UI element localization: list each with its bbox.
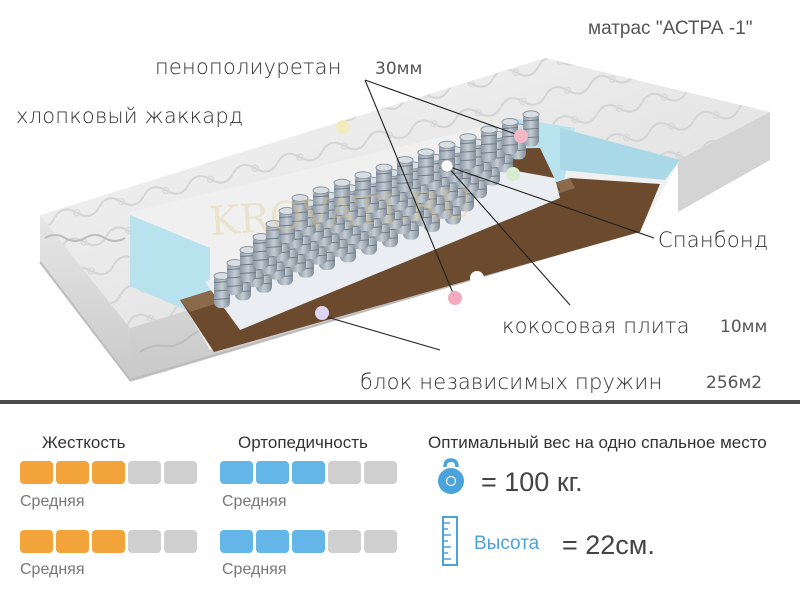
- rating-square-filled: [92, 530, 125, 553]
- marker-dot: [336, 120, 350, 134]
- weight-title: Оптимальный вес на одно спальное место: [428, 433, 767, 452]
- ortho-scale: [220, 530, 397, 553]
- ortho-caption: Средняя: [222, 493, 287, 510]
- marker-dot: [440, 159, 454, 173]
- stiffness-scale: [20, 530, 197, 553]
- model-name: матрас "АСТРА -1": [588, 18, 753, 39]
- height-label: Высота: [474, 533, 540, 554]
- mattress-side-front: [40, 215, 130, 380]
- rating-square-filled: [256, 530, 289, 553]
- stiffness-caption: Средняя: [20, 493, 85, 510]
- spring-coil: [265, 220, 283, 256]
- rating-square-empty: [328, 530, 361, 553]
- ortho-caption: Средняя: [222, 561, 287, 578]
- rating-square-filled: [292, 530, 325, 553]
- marker-dot: [448, 291, 462, 305]
- spring-coil: [278, 207, 296, 243]
- foam-layer-front: [130, 215, 210, 320]
- rating-square-filled: [292, 461, 325, 484]
- label-springs: блок независимых пружин: [360, 370, 663, 394]
- stiffness-caption: Средняя: [20, 561, 85, 578]
- height-value: = 22см.: [562, 530, 655, 560]
- mattress-illustration: KROVATI.RU: [39, 58, 770, 382]
- stiffness-title: Жесткость: [42, 433, 126, 452]
- marker-dot: [506, 167, 520, 181]
- spring-coil: [480, 125, 498, 162]
- rating-square-empty: [364, 530, 397, 553]
- rating-square-filled: [56, 461, 89, 484]
- spring-coil: [354, 171, 372, 208]
- spring-coil: [252, 233, 270, 269]
- spring-coil: [312, 186, 330, 223]
- spring-coil: [501, 118, 519, 154]
- label-spunbond: Спанбонд: [658, 228, 769, 252]
- rating-square-empty: [128, 461, 161, 484]
- rating-square-empty: [164, 530, 197, 553]
- spring-coil: [291, 194, 309, 230]
- label-coir: кокосовая плита: [502, 314, 690, 338]
- rating-square-empty: [164, 461, 197, 484]
- coir-layer: [180, 178, 660, 352]
- label-coir-size: 10мм: [720, 317, 768, 337]
- rating-square-filled: [220, 530, 253, 553]
- rating-square-filled: [92, 461, 125, 484]
- label-jacquard: хлопковый жаккард: [16, 104, 244, 128]
- rating-square-empty: [364, 461, 397, 484]
- spring-coil: [417, 148, 435, 185]
- spring-coil: [226, 259, 244, 295]
- rating-square-filled: [20, 461, 53, 484]
- stiffness-scale: [20, 461, 197, 484]
- rating-square-filled: [20, 530, 53, 553]
- rating-square-filled: [256, 461, 289, 484]
- kettlebell-icon: [438, 458, 464, 494]
- label-foam-size: 30мм: [375, 59, 423, 79]
- ortho-scale: [220, 461, 397, 484]
- label-springs-count: 256м2: [706, 373, 763, 393]
- label-foam: пенополиуретан: [155, 55, 342, 79]
- marker-dot: [514, 129, 528, 143]
- spring-coil: [459, 133, 477, 170]
- spring-coil: [333, 178, 351, 215]
- ortho-title: Ортопедичность: [238, 433, 368, 452]
- rating-square-filled: [56, 530, 89, 553]
- section-divider: [0, 400, 800, 404]
- marker-dot: [315, 306, 329, 320]
- rating-square-empty: [128, 530, 161, 553]
- marker-dot: [470, 271, 484, 285]
- spring-coil: [375, 163, 393, 200]
- weight-value: = 100 кг.: [481, 467, 583, 497]
- ruler-icon: [442, 516, 458, 566]
- rating-square-filled: [220, 461, 253, 484]
- rating-square-empty: [328, 461, 361, 484]
